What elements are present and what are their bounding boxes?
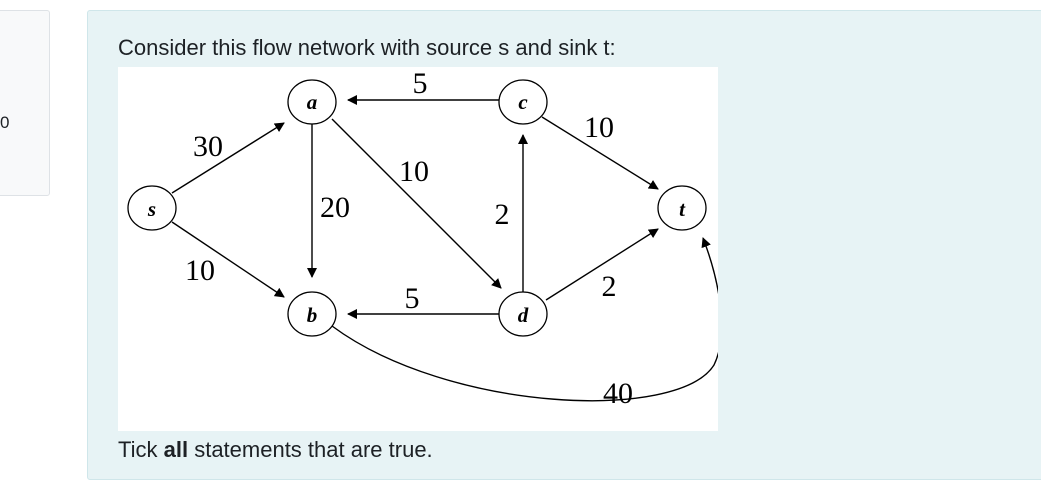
capacity-s-a: 30 bbox=[193, 130, 223, 163]
node-c-circle bbox=[498, 79, 548, 125]
capacity-d-b: 5 bbox=[405, 282, 420, 315]
node-b-circle bbox=[287, 291, 337, 337]
question-info-text: 0 bbox=[0, 113, 10, 132]
capacity-d-t: 2 bbox=[602, 270, 617, 303]
node-t-label: t bbox=[679, 197, 686, 221]
instruction-suffix: statements that are true. bbox=[188, 437, 433, 462]
node-s-label: s bbox=[147, 197, 156, 221]
question-intro: Consider this flow network with source s… bbox=[118, 35, 616, 60]
node-a-label: a bbox=[307, 90, 318, 114]
question-info-box bbox=[0, 10, 50, 196]
capacity-c-a: 5 bbox=[413, 67, 428, 100]
edge-s-a bbox=[171, 122, 285, 194]
flow-network-image: s a c b d t 30 10 5 20 10 2 10 5 2 40 bbox=[118, 67, 718, 431]
capacity-s-b: 10 bbox=[185, 254, 215, 287]
instruction-prefix: Tick bbox=[118, 437, 164, 462]
node-s-circle bbox=[127, 185, 177, 231]
node-c-label: c bbox=[518, 90, 528, 114]
edge-c-t bbox=[541, 116, 659, 190]
instruction-bold: all bbox=[163, 437, 189, 462]
question-instruction: Tick all statements that are true. bbox=[118, 436, 433, 464]
edge-d-t bbox=[545, 228, 659, 301]
node-d-circle bbox=[498, 291, 548, 337]
capacity-d-c: 2 bbox=[495, 198, 510, 231]
capacity-b-t: 40 bbox=[603, 377, 633, 410]
node-b-label: b bbox=[307, 303, 318, 327]
capacity-a-d: 10 bbox=[399, 155, 429, 188]
flow-network-diagram: s a c b d t 30 10 5 20 10 2 10 5 2 40 bbox=[127, 67, 718, 410]
edge-a-d bbox=[331, 118, 502, 289]
node-a-circle bbox=[287, 79, 337, 125]
capacity-a-b: 20 bbox=[320, 191, 350, 224]
edge-b-t bbox=[331, 237, 718, 402]
capacity-c-t: 10 bbox=[584, 111, 614, 144]
node-t-circle bbox=[657, 185, 707, 231]
edge-s-b bbox=[171, 221, 285, 298]
node-d-label: d bbox=[518, 303, 529, 327]
